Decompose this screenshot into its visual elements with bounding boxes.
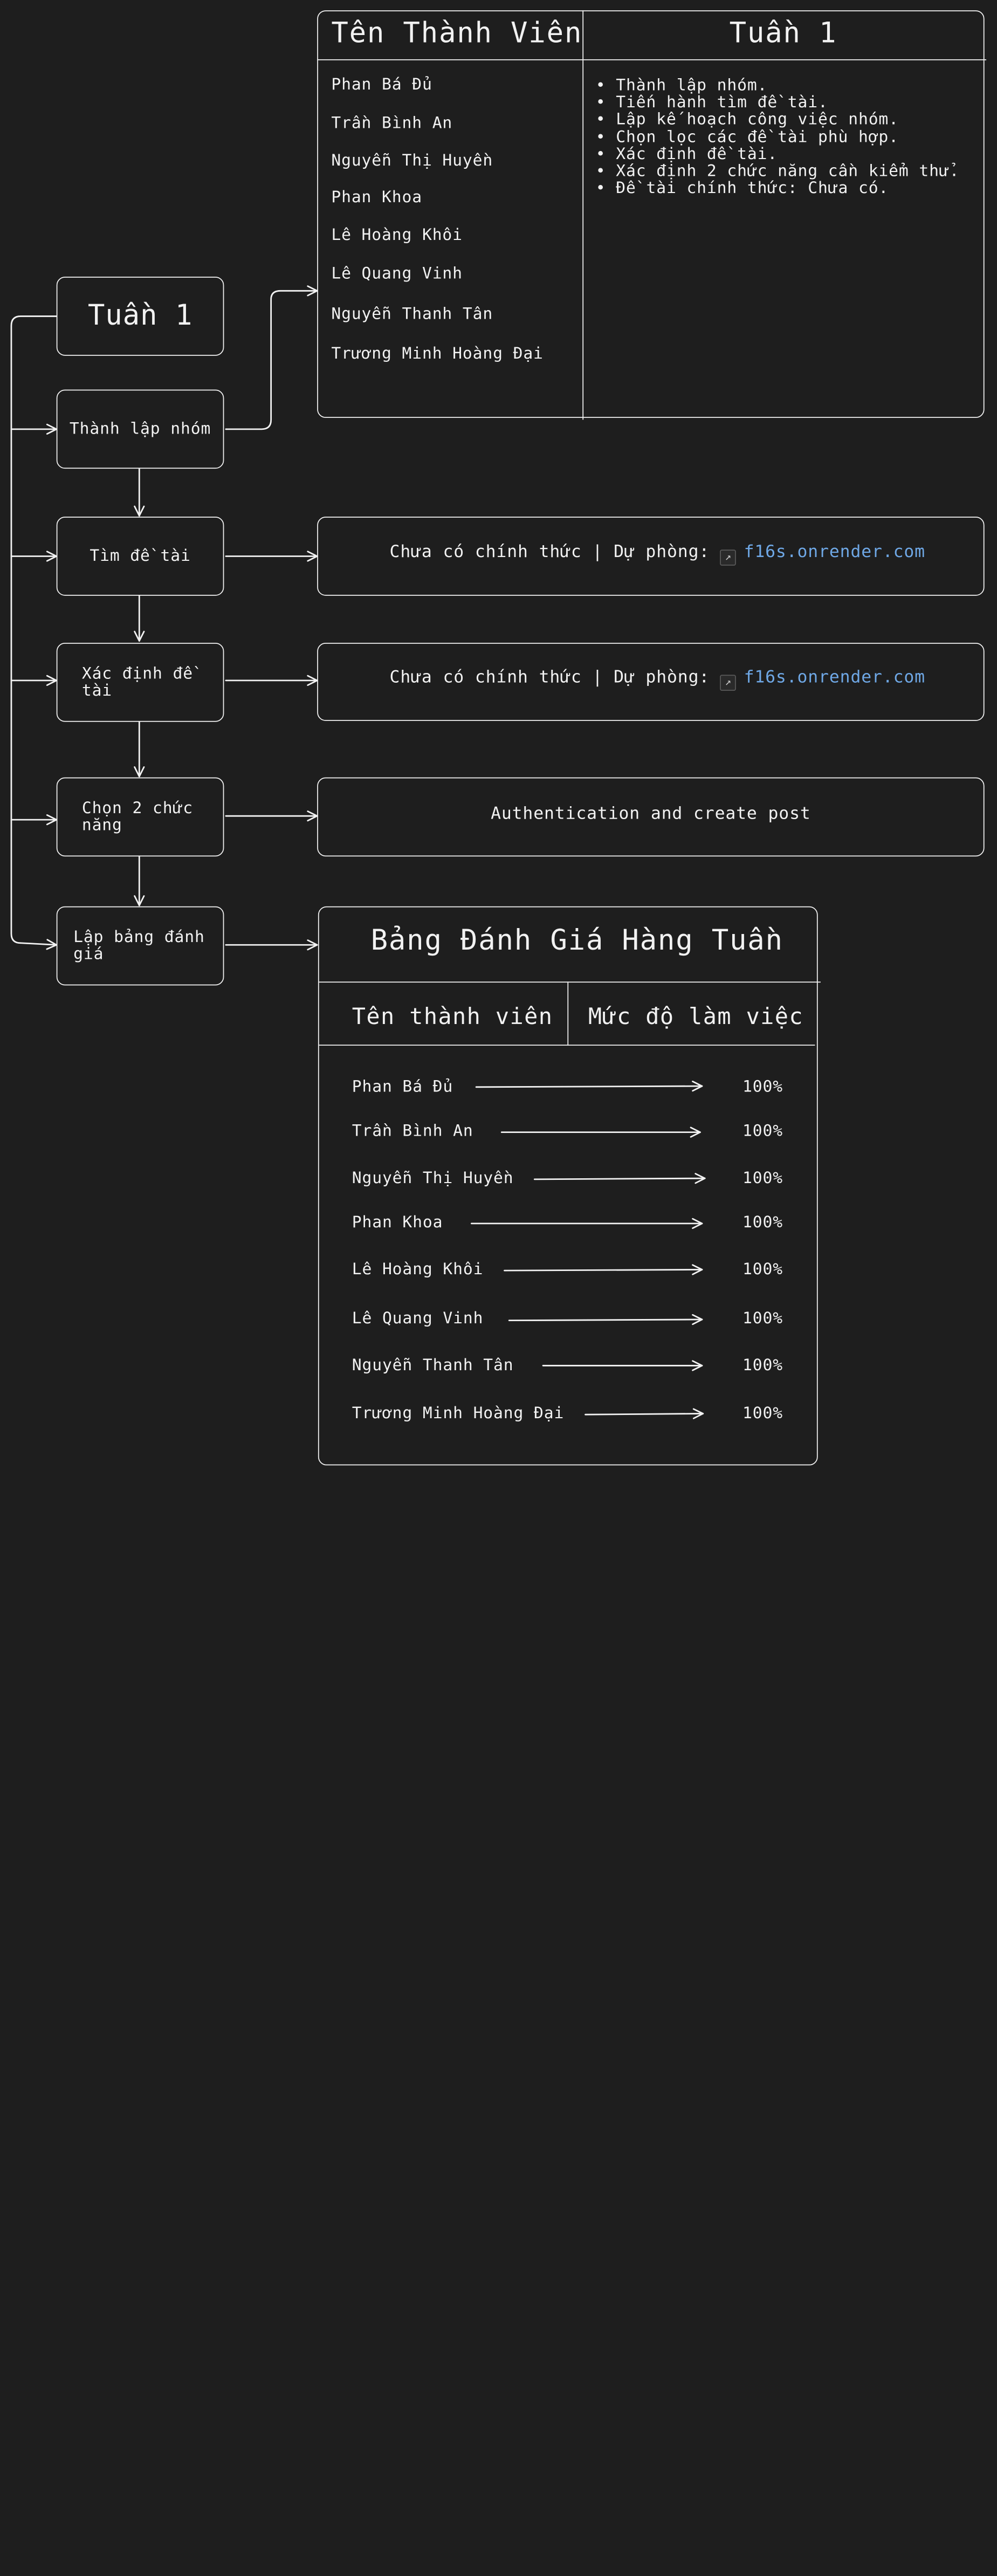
topic-text: Chưa có chính thức | Dự phòng: ↗ f16s.onr…	[390, 667, 925, 691]
eval-arrow	[585, 1408, 704, 1419]
eval-header-level: Mức độ làm việc	[588, 1003, 804, 1030]
topic-text: Chưa có chính thức | Dự phòng: ↗ f16s.onr…	[390, 542, 925, 566]
eval-member-value: 100%	[742, 1077, 783, 1097]
external-link-icon[interactable]: ↗	[720, 549, 737, 566]
eval-member-value: 100%	[742, 1169, 783, 1188]
member-name: Trương Minh Hoàng Đại	[331, 344, 544, 363]
eval-member-name: Trần Bình An	[352, 1122, 473, 1141]
eval-member-name: Nguyễn Thị Huyền	[352, 1169, 514, 1188]
features-box: Authentication and create post	[317, 777, 985, 857]
eval-member-name: Lê Hoàng Khôi	[352, 1260, 484, 1279]
members-header-divider	[317, 59, 987, 60]
eval-header-name: Tên thành viên	[352, 1003, 553, 1030]
eval-member-name: Trương Minh Hoàng Đại	[352, 1404, 565, 1423]
eval-title: Bảng Đánh Giá Hàng Tuần	[370, 924, 783, 957]
eval-member-name: Phan Khoa	[352, 1213, 443, 1232]
backup-link[interactable]: f16s.onrender.com	[744, 542, 925, 562]
rail-line	[10, 315, 58, 944]
task-item: • Chọn lọc các đề tài phù hợp.	[595, 127, 899, 147]
member-name: Lê Hoàng Khôi	[331, 225, 463, 245]
task-list: • Thành lập nhóm. • Tiến hành tìm đề tài…	[596, 77, 960, 197]
eval-member-name: Phan Bá Đủ	[352, 1077, 453, 1097]
members-header-name: Tên Thành Viên	[331, 17, 583, 50]
eval-member-value: 100%	[742, 1404, 783, 1423]
step-find-topic: Tìm đề tài	[56, 517, 224, 596]
backup-link[interactable]: f16s.onrender.com	[744, 667, 925, 688]
step-label: Lập bảng đánh giá	[73, 928, 205, 964]
step-define-topic: Xác định đề tài	[56, 643, 224, 722]
members-column-divider	[582, 10, 584, 420]
step-form-group: Thành lập nhóm	[56, 389, 224, 469]
eval-arrow	[508, 1314, 703, 1325]
step-make-eval: Lập bảng đánh giá	[56, 906, 224, 986]
eval-arrow	[504, 1264, 703, 1275]
topic-status: Chưa có chính thức | Dự phòng:	[389, 542, 710, 562]
member-name: Nguyễn Thanh Tân	[331, 305, 493, 324]
eval-arrow	[475, 1081, 703, 1092]
member-name: Trần Bình An	[331, 114, 453, 133]
eval-member-value: 100%	[742, 1260, 783, 1279]
topic-box	[317, 643, 985, 721]
eval-member-value: 100%	[742, 1213, 783, 1232]
eval-title-divider	[319, 981, 821, 983]
step-choose-features: Chọn 2 chức năng	[56, 777, 224, 857]
eval-arrow	[533, 1173, 706, 1184]
task-item: • Lập kế hoạch công việc nhóm.	[595, 110, 899, 129]
members-header-week: Tuần 1	[729, 17, 837, 50]
external-link-icon[interactable]: ↗	[720, 675, 737, 691]
member-name: Nguyễn Thị Huyền	[331, 151, 493, 170]
week-node-label: Tuần 1	[87, 299, 193, 333]
eval-table	[318, 906, 818, 1466]
eval-header-divider	[319, 1045, 815, 1046]
task-item: • Thành lập nhóm.	[595, 76, 768, 95]
step-label: Xác định đề tài	[81, 664, 193, 700]
task-item: • Xác định đề tài.	[595, 145, 778, 164]
eval-member-name: Nguyễn Thanh Tân	[352, 1356, 514, 1375]
arrow-to-members	[225, 285, 318, 430]
member-name: Phan Bá Đủ	[331, 75, 432, 94]
member-name: Phan Khoa	[331, 188, 422, 207]
member-name: Lê Quang Vinh	[331, 264, 463, 284]
eval-member-value: 100%	[742, 1122, 783, 1141]
eval-member-value: 100%	[742, 1309, 783, 1328]
connector-arrows	[10, 285, 706, 1419]
features-text: Authentication and create post	[491, 803, 811, 824]
task-item: • Đề tài chính thức: Chưa có.	[595, 178, 889, 198]
step-label: Tìm đề tài	[90, 547, 191, 566]
rail-arrow-5	[20, 939, 58, 950]
step-label: Thành lập nhóm	[69, 420, 211, 439]
task-item: • Tiến hành tìm đề tài.	[595, 93, 828, 113]
task-item: • Xác định 2 chức năng cần kiểm thử.	[595, 162, 960, 181]
topic-status: Chưa có chính thức | Dự phòng:	[389, 667, 710, 688]
step-label: Chọn 2 chức năng	[81, 799, 193, 835]
week-node: Tuần 1	[56, 277, 224, 356]
topic-box	[317, 517, 985, 596]
members-table	[317, 10, 985, 418]
eval-column-divider	[567, 981, 569, 1046]
eval-member-name: Lê Quang Vinh	[352, 1309, 484, 1328]
eval-member-value: 100%	[742, 1356, 783, 1375]
